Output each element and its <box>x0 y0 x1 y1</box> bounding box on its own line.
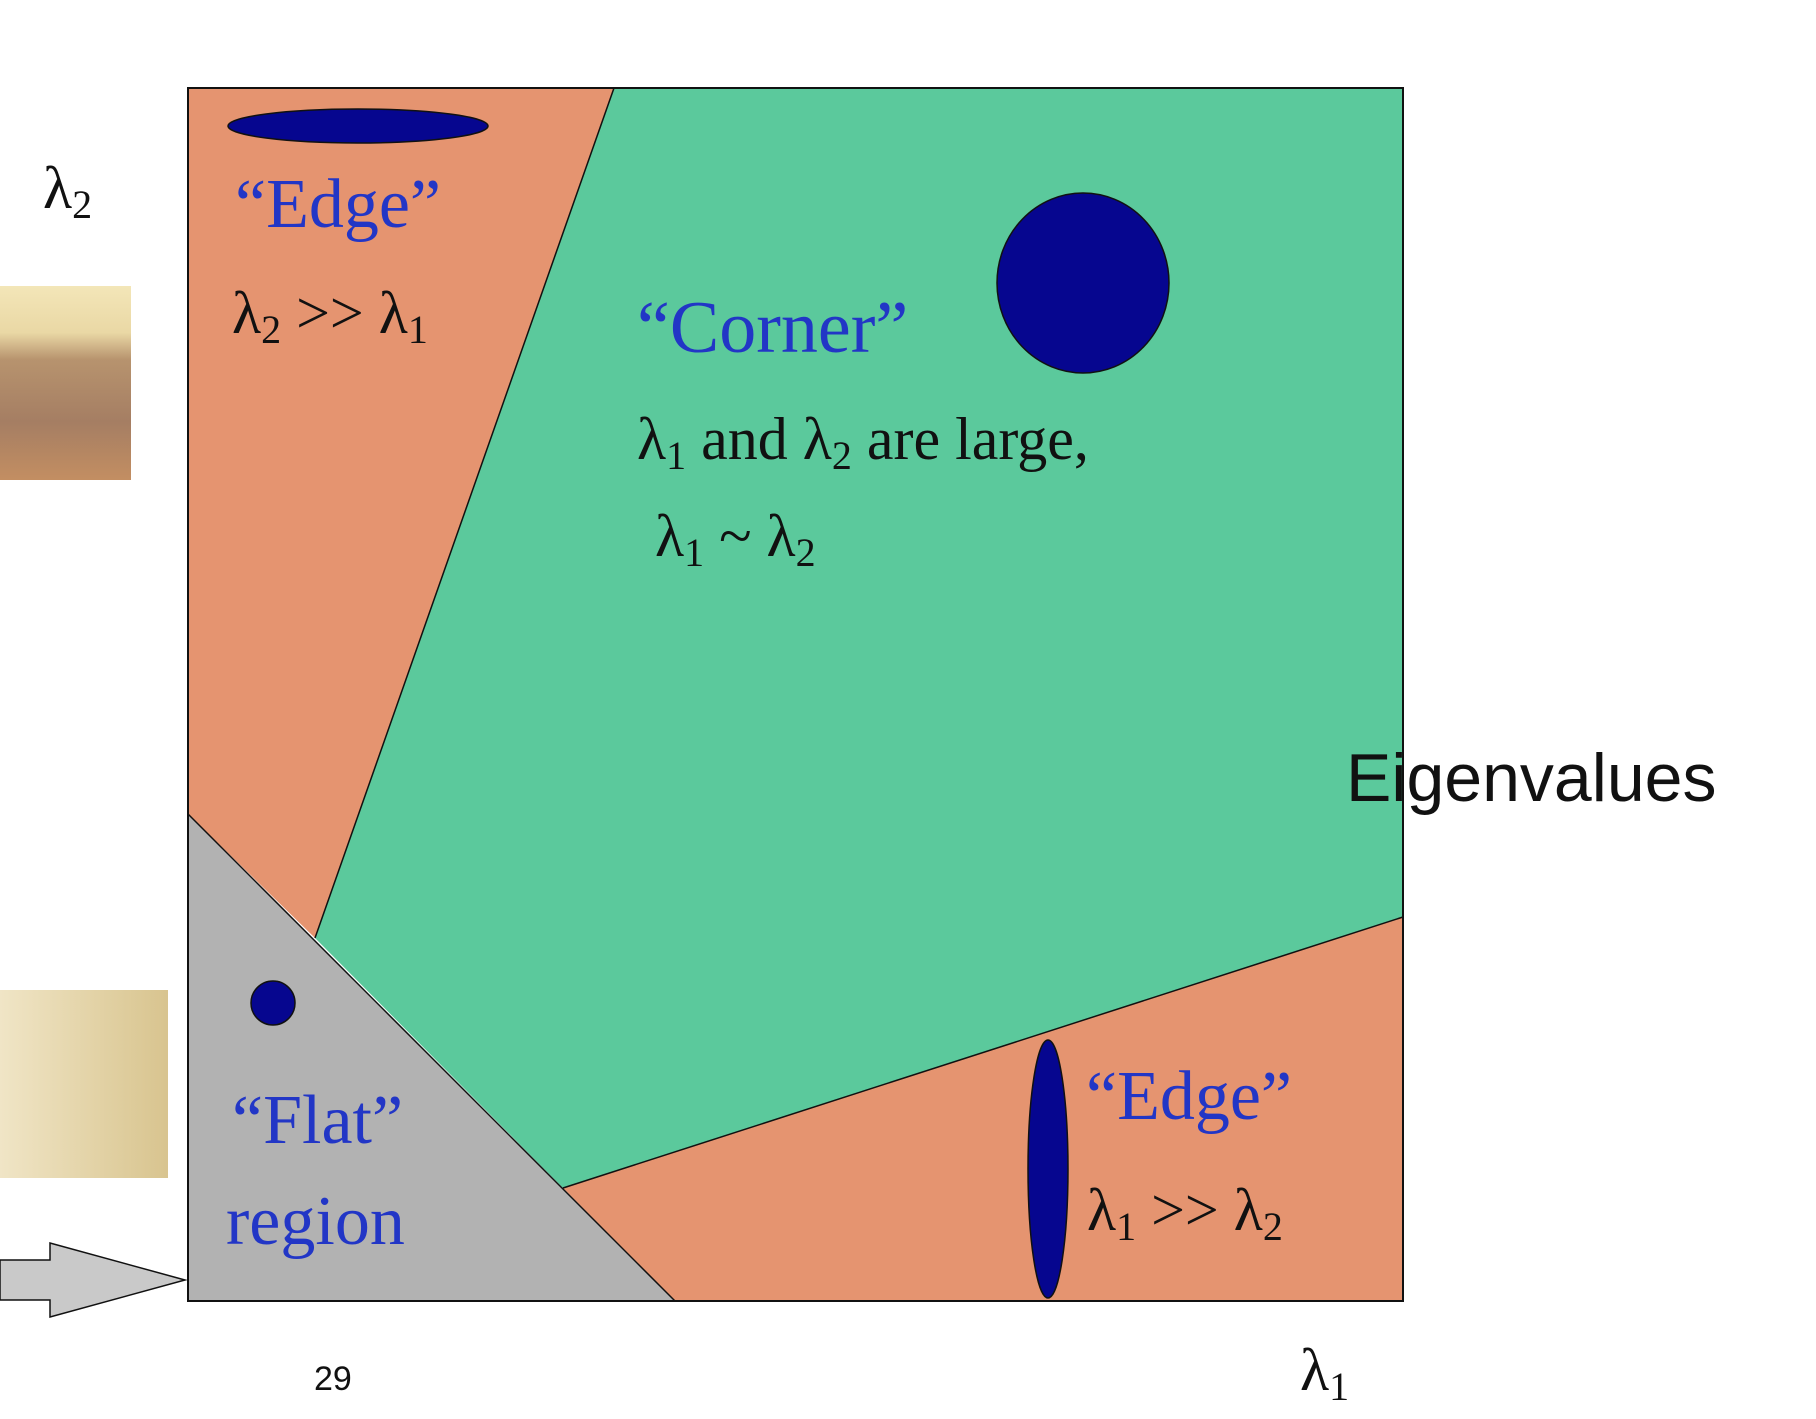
bottom-edge-relation: λ1 >> λ2 <box>1087 1177 1283 1249</box>
corner-title: “Corner” <box>637 287 908 369</box>
top-edge-title: “Edge” <box>235 166 441 243</box>
small-circle-icon <box>250 980 296 1026</box>
flat-title-line2: region <box>226 1183 405 1260</box>
edge-corner-boundary-bottom <box>562 916 1404 1189</box>
top-edge-relation: λ2 >> λ1 <box>232 280 428 352</box>
input-arrow-icon <box>0 1242 188 1318</box>
edge-region-bottom <box>563 917 1403 1301</box>
eigenvalues-label: Eigenvalues <box>1346 740 1716 816</box>
x-axis-label: λ1 <box>1300 1337 1349 1409</box>
corner-condition-line1: λ1 and λ2 are large, <box>637 406 1089 478</box>
circle-ellipse-icon <box>996 192 1170 374</box>
flat-image-thumbnail <box>0 990 168 1178</box>
plot-frame <box>187 87 1404 1302</box>
corner-region <box>315 88 1403 1188</box>
y-axis-label: λ2 <box>43 155 92 227</box>
flat-boundary <box>187 813 676 1302</box>
page-number: 29 <box>314 1360 352 1398</box>
vertical-ellipse-icon <box>1027 1039 1069 1299</box>
flat-title-line1: “Flat” <box>232 1082 403 1159</box>
horizontal-ellipse-icon <box>227 108 489 144</box>
bottom-edge-title: “Edge” <box>1086 1058 1292 1135</box>
corner-condition-line2: λ1 ~ λ2 <box>655 503 816 575</box>
edge-image-thumbnail <box>0 286 131 480</box>
edge-region-top <box>188 88 614 938</box>
edge-corner-boundary-top <box>314 87 615 939</box>
